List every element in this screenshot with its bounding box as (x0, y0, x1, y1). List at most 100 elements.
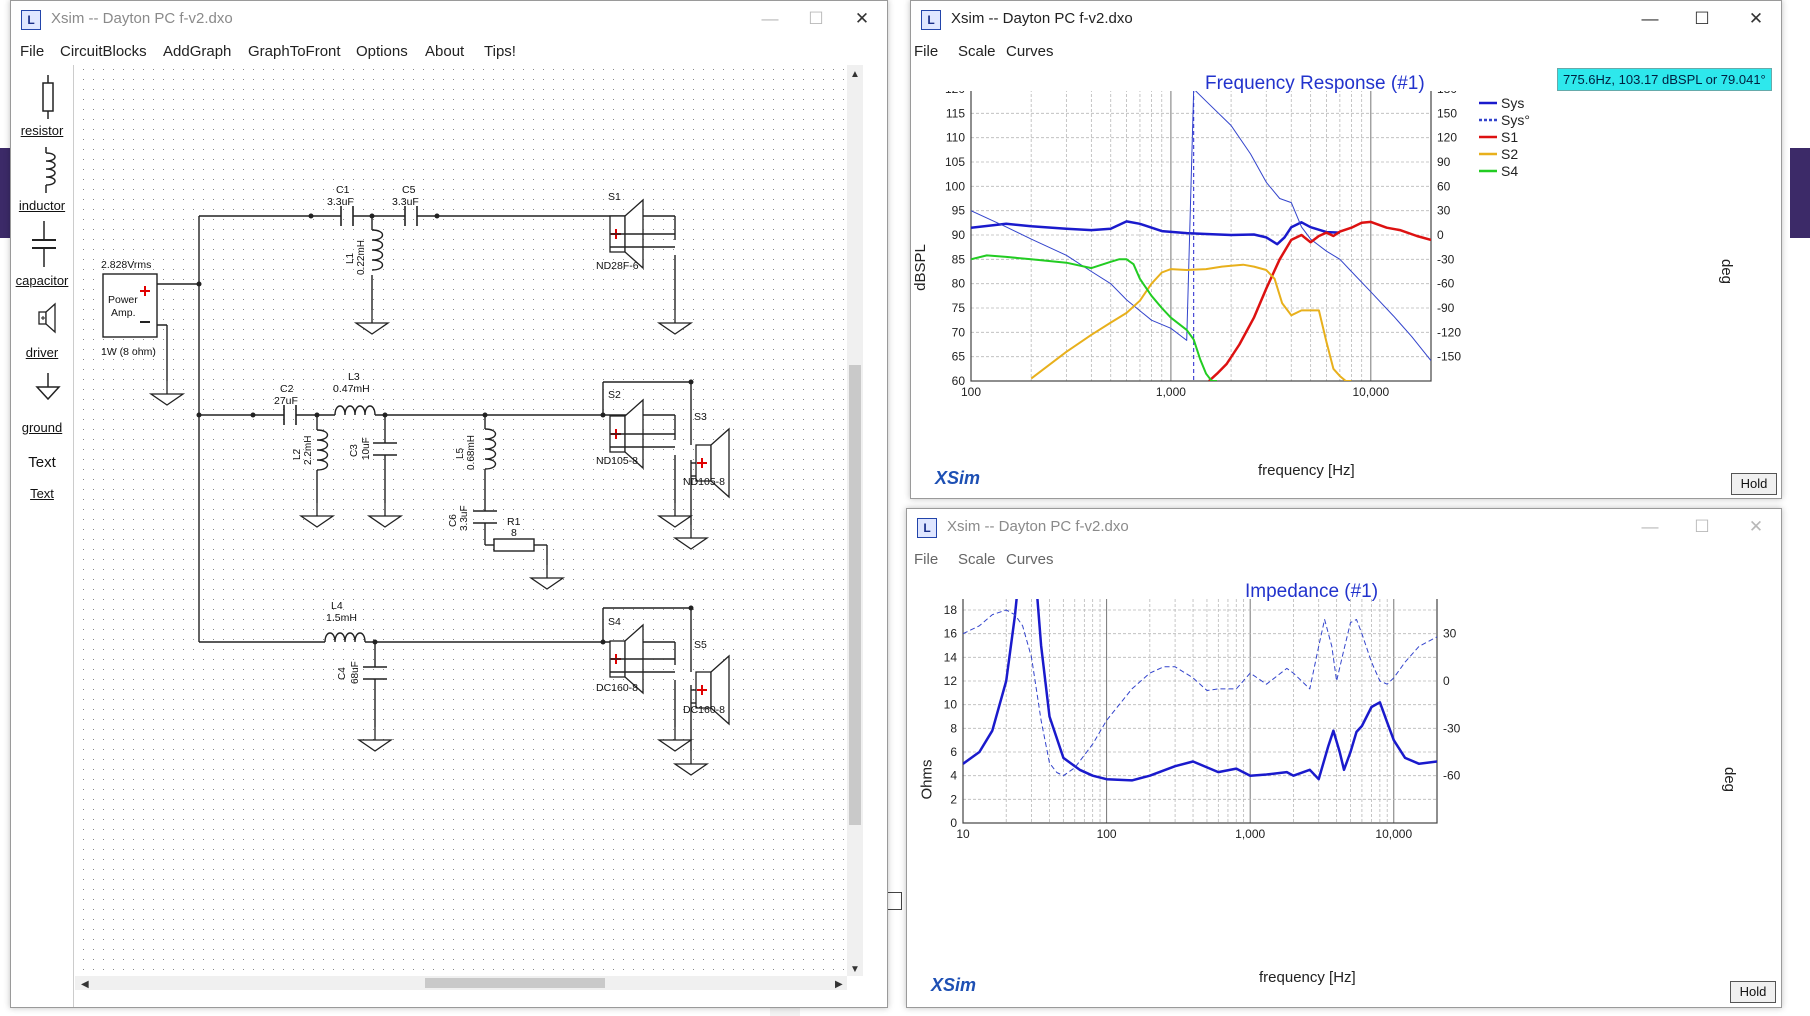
capacitor-c4[interactable] (363, 666, 387, 680)
component-label: R1 (507, 516, 521, 528)
y-tick-label: 10 (944, 698, 958, 712)
scroll-down-icon[interactable]: ▼ (850, 964, 860, 975)
y-tick-label: 8 (950, 721, 957, 735)
xsim-logo: XSim (935, 468, 981, 488)
capacitor-c5[interactable] (404, 206, 418, 226)
palette-ground[interactable]: ground (21, 420, 63, 435)
menu-file[interactable]: File (914, 43, 939, 60)
y2-tick-label: 180 (1437, 91, 1457, 96)
menu-curves[interactable]: Curves (1006, 43, 1054, 60)
x-tick-label: 100 (961, 385, 981, 399)
maximize-button[interactable]: ☐ (1694, 517, 1710, 536)
x-tick-label: 1,000 (1235, 827, 1265, 841)
menu-tips[interactable]: Tips! (484, 43, 516, 60)
resistor-icon[interactable] (31, 75, 65, 119)
component-label: L5 (455, 447, 466, 459)
maximize-button[interactable]: ☐ (1694, 9, 1710, 28)
ground-icon[interactable] (31, 373, 65, 403)
y-tick-label: 95 (952, 204, 966, 218)
hold-button[interactable]: Hold (1730, 981, 1776, 1003)
menu-options[interactable]: Options (356, 43, 408, 60)
scroll-left-icon[interactable]: ◀ (81, 979, 89, 990)
y2-tick-label: 0 (1443, 674, 1450, 688)
menu-curves[interactable]: Curves (1006, 551, 1054, 568)
y2-tick-label: 30 (1443, 627, 1457, 641)
schematic-canvas[interactable]: 2.828Vrms Power Amp. 1W (8 ohm) C1 3.3uF… (75, 65, 863, 990)
y2-tick-label: -30 (1443, 721, 1461, 735)
driver-icon[interactable] (31, 301, 65, 335)
close-button[interactable]: ✕ (1748, 9, 1764, 28)
capacitor-c6[interactable] (473, 510, 497, 524)
legend-label: S2 (1501, 146, 1518, 162)
amp-name-label: Power (108, 294, 138, 306)
inductor-icon[interactable] (33, 147, 67, 193)
app-icon: L (917, 518, 937, 538)
menu-scale[interactable]: Scale (958, 551, 996, 568)
y-tick-label: 75 (952, 301, 966, 315)
minimize-button[interactable]: — (761, 9, 779, 28)
vertical-scrollbar-thumb[interactable] (849, 365, 861, 825)
palette-text-tool[interactable]: Text (28, 454, 56, 471)
menu-circuitblocks[interactable]: CircuitBlocks (60, 43, 147, 60)
title-bar[interactable]: L Xsim -- Dayton PC f-v2.dxo — ☐ ✕ (11, 1, 887, 37)
y-tick-label: 80 (952, 277, 966, 291)
y-axis-label: dBSPL (911, 244, 929, 291)
plot-frame (970, 91, 1432, 382)
horizontal-scrollbar-thumb[interactable] (425, 978, 605, 988)
resistor-r1[interactable] (493, 538, 535, 552)
frequency-response-chart[interactable]: 1201151101051009590858075706560180150120… (911, 91, 1781, 481)
minimize-button[interactable]: — (1641, 9, 1659, 28)
menu-bar: File Scale Curves (907, 545, 1781, 571)
component-value: 68uF (350, 661, 361, 684)
hold-button[interactable]: Hold (1731, 473, 1777, 495)
background-window-edge (0, 148, 10, 238)
menu-graphtofront[interactable]: GraphToFront (248, 43, 341, 60)
palette-driver[interactable]: driver (25, 345, 59, 360)
title-bar[interactable]: L Xsim -- Dayton PC f-v2.dxo — ☐ ✕ (911, 1, 1781, 37)
menu-file[interactable]: File (914, 551, 939, 568)
close-button[interactable]: ✕ (854, 9, 870, 28)
y2-tick-label: 0 (1437, 228, 1444, 242)
y-tick-label: 110 (946, 131, 965, 145)
component-value: 0.22mH (356, 240, 367, 275)
menu-file[interactable]: File (20, 43, 45, 60)
xsim-logo: XSim (931, 975, 977, 995)
component-value: 3.3uF (327, 196, 354, 208)
y-tick-label: 85 (952, 252, 966, 266)
capacitor-c2[interactable] (283, 405, 297, 425)
series-s2 (1030, 263, 1352, 381)
menu-scale[interactable]: Scale (958, 43, 996, 60)
impedance-chart[interactable]: 2422201816141210864209060300-30-60101001… (907, 599, 1781, 989)
y-tick-label: 65 (952, 350, 966, 364)
chart-title: Frequency Response (#1) (1205, 73, 1425, 94)
minimize-button[interactable]: — (1641, 517, 1659, 536)
capacitor-c1[interactable] (340, 206, 354, 226)
y-tick-label: 18 (944, 603, 958, 617)
y-tick-label: 0 (950, 816, 957, 830)
scroll-up-icon[interactable]: ▲ (850, 69, 860, 80)
close-button[interactable]: ✕ (1748, 517, 1764, 536)
palette-resistor[interactable]: resistor (20, 123, 64, 138)
capacitor-icon[interactable] (27, 221, 61, 267)
component-value: 3.3uF (459, 505, 470, 531)
chart-grid (970, 91, 1432, 382)
palette-text-tool-underlined[interactable]: Text (30, 486, 54, 501)
y2-axis-label: deg (1718, 258, 1736, 285)
scroll-right-icon[interactable]: ▶ (835, 979, 843, 990)
component-label: S4 (608, 616, 621, 628)
component-label: C6 (448, 514, 459, 527)
component-label: S3 (694, 411, 707, 423)
cursor-readout: 775.6Hz, 103.17 dBSPL or 79.041° (1557, 68, 1772, 91)
palette-inductor[interactable]: inductor (18, 198, 66, 213)
menu-about[interactable]: About (425, 43, 465, 60)
title-bar[interactable]: L Xsim -- Dayton PC f-v2.dxo — ☐ ✕ (907, 509, 1781, 545)
legend-label: Sys° (1501, 112, 1530, 128)
palette-capacitor[interactable]: capacitor (15, 273, 69, 288)
component-value: 0.68mH (466, 435, 477, 470)
power-amp-block[interactable] (102, 273, 158, 338)
menu-addgraph[interactable]: AddGraph (163, 43, 232, 60)
component-label: C2 (280, 383, 294, 395)
capacitor-c3[interactable] (373, 442, 397, 456)
maximize-button[interactable]: ☐ (808, 9, 824, 28)
